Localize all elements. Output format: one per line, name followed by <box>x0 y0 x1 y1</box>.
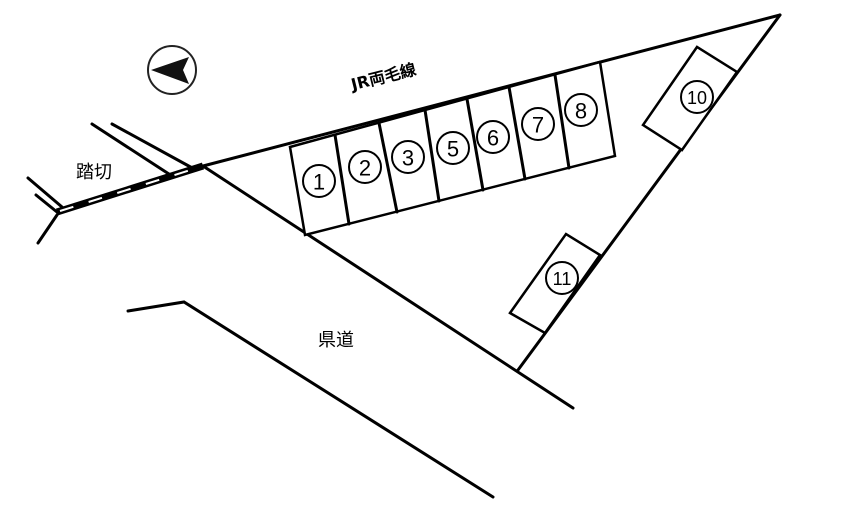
stall-number-1: 1 <box>302 164 336 198</box>
crossing-label: 踏切 <box>76 162 112 183</box>
stall-number-6: 6 <box>476 120 510 154</box>
svg-text:7: 7 <box>532 113 544 138</box>
prefectural-road-label: 県道 <box>318 330 354 351</box>
svg-text:1: 1 <box>313 170 325 195</box>
stall-number-5: 5 <box>436 131 470 165</box>
stall-number-7: 7 <box>521 107 555 141</box>
stall-number-3: 3 <box>391 140 425 174</box>
road-edge-north <box>201 164 575 410</box>
svg-text:6: 6 <box>487 126 499 151</box>
crossing-roads <box>26 122 198 245</box>
north-arrow-icon <box>147 45 197 95</box>
svg-text:11: 11 <box>553 269 572 289</box>
railway-crossing <box>55 162 205 216</box>
road-edge-south <box>126 300 495 499</box>
svg-text:8: 8 <box>575 99 587 124</box>
svg-text:3: 3 <box>402 146 414 171</box>
stall-number-10: 10 <box>680 80 714 114</box>
stall-number-8: 8 <box>564 93 598 127</box>
svg-text:2: 2 <box>359 156 371 181</box>
svg-text:10: 10 <box>687 88 707 108</box>
svg-text:5: 5 <box>447 137 459 162</box>
railway-label: JR両毛線 <box>348 60 418 95</box>
stall-number-11: 11 <box>545 261 579 295</box>
stall-number-2: 2 <box>348 150 382 184</box>
